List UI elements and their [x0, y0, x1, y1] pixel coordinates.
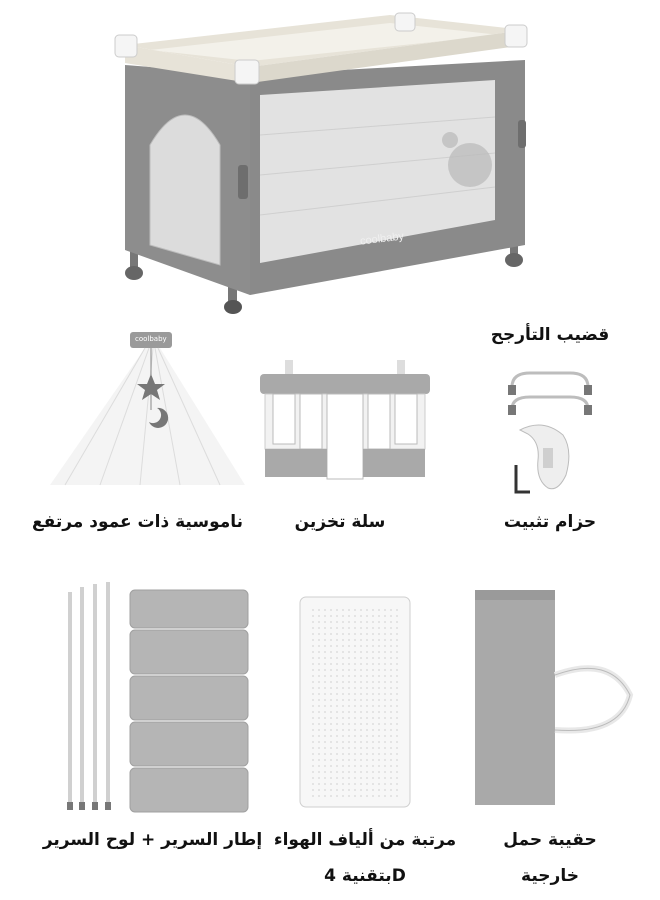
canopy-logo: coolbaby	[135, 335, 167, 343]
frame-board-image	[60, 582, 260, 817]
fixing-strap-image	[508, 420, 578, 500]
fixing-strap-label: حزام تثبيت	[503, 512, 597, 532]
mattress-label-line2: Dبتقنية 4	[324, 866, 406, 886]
mosquito-net-label: ناموسية ذات عمود مرتفع	[31, 512, 244, 532]
storage-basket-label: سلة تخزين	[294, 512, 386, 532]
frame-board-label: إطار السرير + لوح السرير	[42, 830, 263, 850]
mattress-label-line1: مرتبة من ألياف الهواء	[273, 830, 457, 850]
swing-rod-label: قضيب التأرجح	[490, 325, 610, 345]
carry-bag-image	[470, 585, 635, 815]
swing-rod-image	[500, 365, 600, 415]
mosquito-net-image: coolbaby	[45, 330, 255, 490]
mattress-image	[298, 595, 413, 810]
carry-bag-label-line1: حقيبة حمل	[503, 830, 597, 850]
storage-basket-image	[255, 360, 435, 485]
crib-image: coolbaby	[110, 5, 535, 330]
carry-bag-label-line2: خارجية	[521, 866, 579, 886]
